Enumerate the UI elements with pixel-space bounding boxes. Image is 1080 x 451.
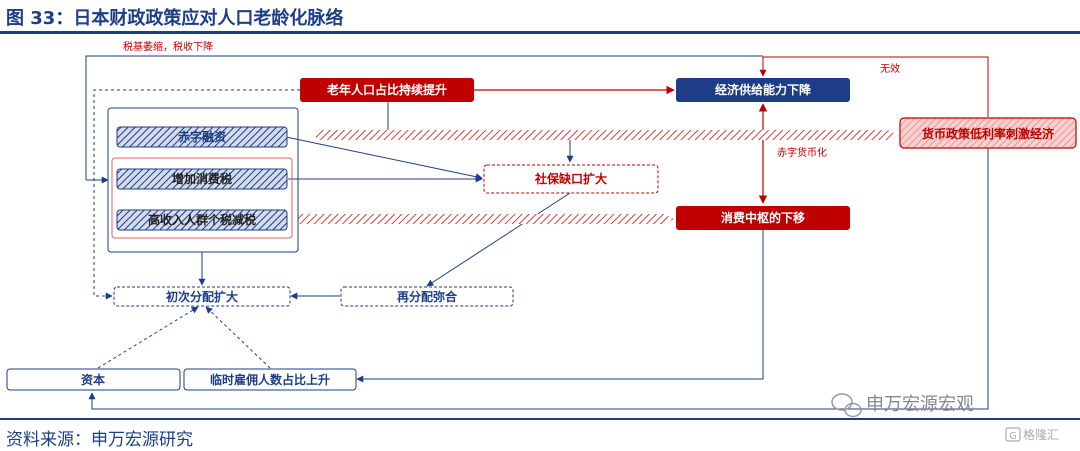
consumption-tax-node: 增加消费税: [116, 168, 288, 190]
ineffective-note: 无效: [880, 62, 900, 75]
deficit-node: 赤字融资: [116, 126, 288, 148]
aging-to-primary-dashed: [93, 89, 300, 300]
tax-cut-band: [298, 214, 674, 224]
social-gap-to-redistribution-line: [426, 192, 571, 287]
svg-text:货币政策低利率刺激经济: 货币政策低利率刺激经济: [922, 126, 1055, 141]
source-note: 资料来源：申万宏源研究: [6, 430, 193, 450]
redistribution-node: 再分配弥合: [340, 286, 514, 307]
bottom-rule: [0, 418, 1080, 420]
svg-text:临时雇佣人数占比上升: 临时雇佣人数占比上升: [210, 372, 330, 387]
gelonghui-icon: G: [1005, 427, 1021, 442]
capital-to-primary-dashed: [97, 306, 199, 369]
monetary-to-capital-line: [88, 148, 989, 410]
svg-text:老年人口占比持续提升: 老年人口占比持续提升: [327, 82, 447, 97]
figure-title: 图 33：日本财政政策应对人口老龄化脉络: [6, 8, 344, 29]
temp-workers-node: 临时雇佣人数占比上升: [183, 368, 357, 391]
svg-text:增加消费税: 增加消费税: [172, 171, 232, 186]
consumption-node: 消费中枢的下移: [676, 206, 850, 230]
svg-text:初次分配扩大: 初次分配扩大: [166, 289, 238, 304]
deficit-to-social-gap-line: [285, 136, 483, 181]
tax-base-loop-line: [85, 55, 763, 180]
wechat-icon: [831, 393, 862, 418]
svg-text:赤字融资: 赤字融资: [178, 129, 226, 144]
title-rule: [0, 31, 1080, 34]
primary-distribution-node: 初次分配扩大: [113, 286, 291, 307]
svg-text:资本: 资本: [81, 372, 105, 387]
monetization-note: 赤字货币化: [777, 146, 827, 159]
workers-to-primary-dashed: [205, 306, 271, 369]
monetization-band: [316, 130, 898, 140]
svg-text:G: G: [1009, 431, 1017, 442]
tax-base-note: 税基萎缩，税收下降: [123, 40, 213, 53]
svg-text:再分配弥合: 再分配弥合: [397, 289, 458, 304]
social-gap-node: 社保缺口扩大: [483, 164, 659, 194]
tax-policy-frame: [111, 157, 293, 239]
svg-text:经济供给能力下降: 经济供给能力下降: [715, 82, 812, 97]
consumption-to-workers-line: [356, 230, 764, 383]
aging-node: 老年人口占比持续提升: [300, 78, 474, 102]
policy-group-frame: [107, 107, 299, 253]
watermark-gelonghui: 格隆汇: [1023, 427, 1059, 442]
watermark-account: 申万宏源宏观: [866, 394, 974, 415]
supply-node: 经济供给能力下降: [676, 78, 850, 102]
capital-node: 资本: [6, 368, 181, 391]
svg-text:社保缺口扩大: 社保缺口扩大: [534, 171, 607, 186]
ineffective-loop-line: [759, 56, 989, 117]
monetary-node: 货币政策低利率刺激经济: [899, 117, 1077, 149]
svg-text:消费中枢的下移: 消费中枢的下移: [721, 210, 805, 225]
tax-cut-node: 高收入人群个税减税: [116, 209, 288, 231]
svg-text:高收入人群个税减税: 高收入人群个税减税: [148, 212, 256, 227]
